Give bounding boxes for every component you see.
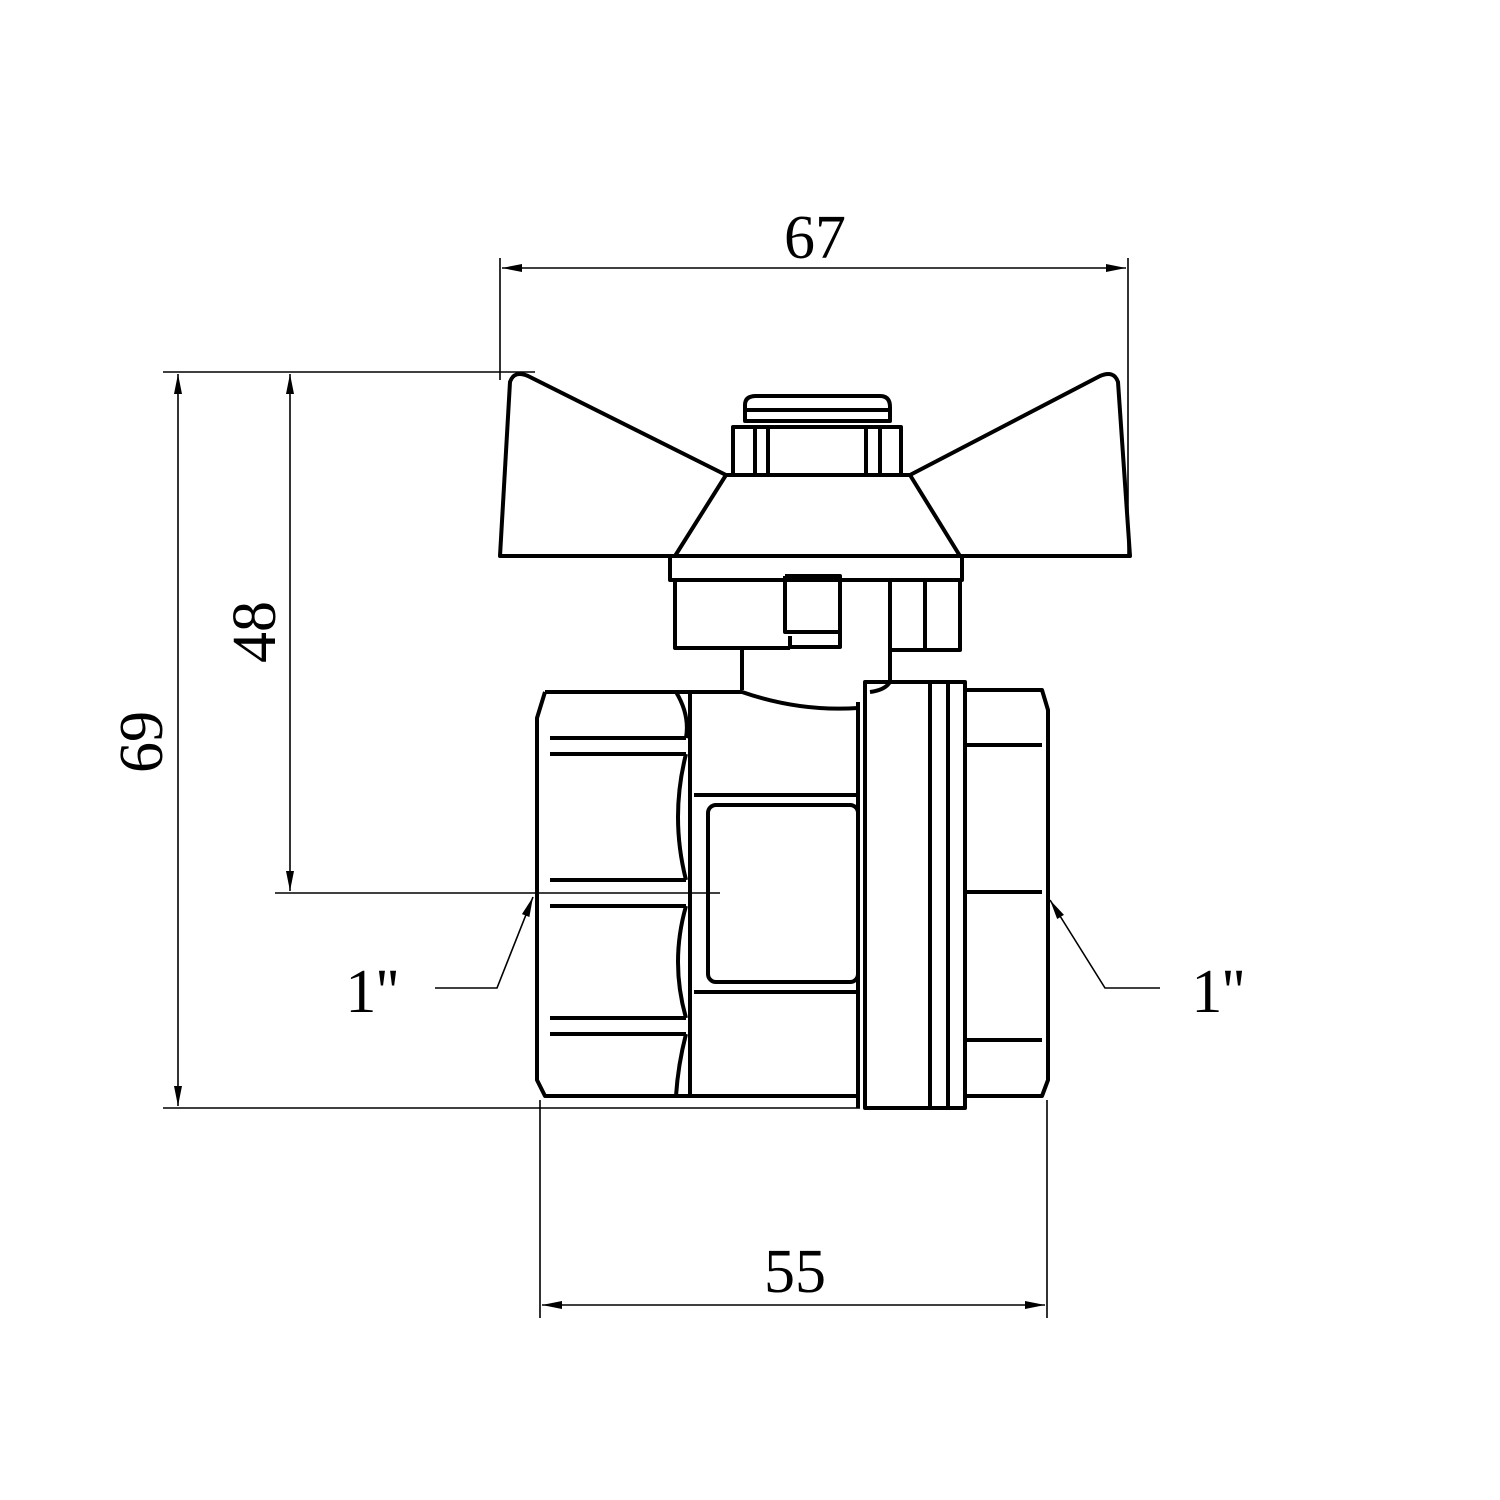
butterfly-handle	[498, 372, 1132, 558]
thread-callout-right: 1''	[1049, 899, 1245, 1026]
valve-body	[535, 680, 1050, 1110]
thread-label-right: 1''	[1191, 958, 1244, 1026]
dimension-label-69: 69	[108, 711, 176, 773]
dimension-label-67: 67	[784, 204, 846, 272]
stem-block	[668, 554, 964, 694]
stem-nut	[731, 394, 903, 477]
dimension-label-55: 55	[764, 1238, 826, 1306]
thread-callout-left: 1''	[345, 896, 534, 1026]
dimension-body-length: 55	[539, 1100, 1048, 1318]
dimension-label-48: 48	[221, 601, 289, 663]
dimension-overall-height: 69	[108, 371, 860, 1109]
thread-label-left: 1''	[345, 958, 398, 1026]
dimension-axis-height: 48	[221, 374, 294, 891]
dimension-overall-width: 67	[499, 204, 1129, 556]
